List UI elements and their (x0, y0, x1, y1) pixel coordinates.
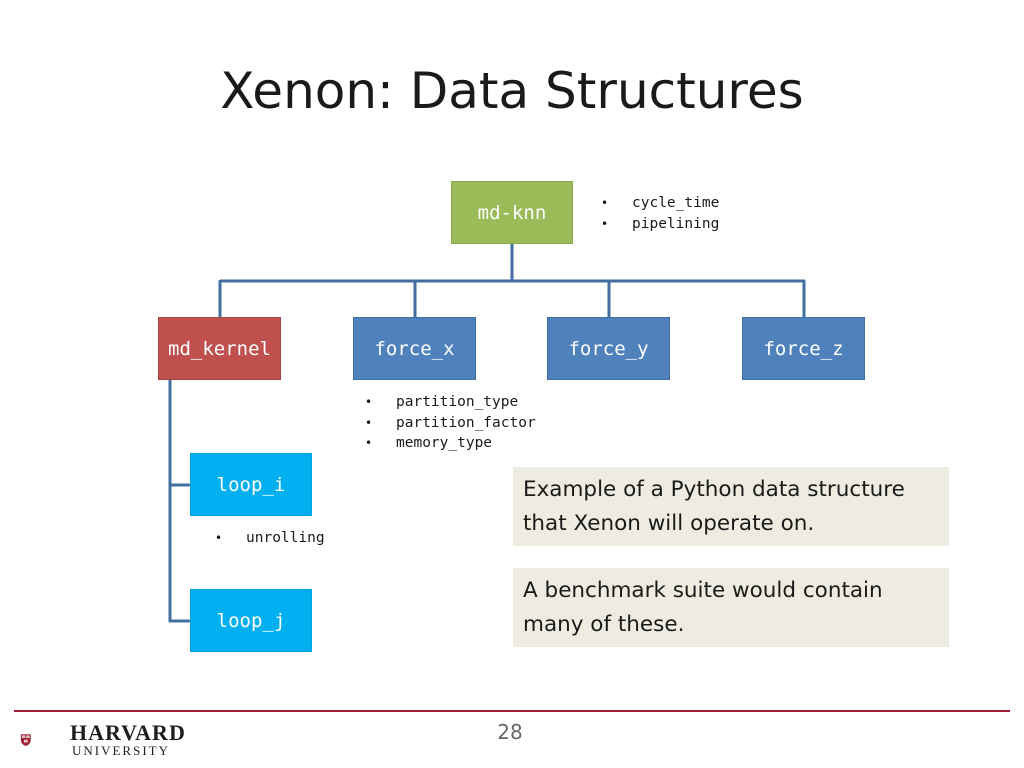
slide-title: Xenon: Data Structures (220, 62, 804, 120)
param-item: partition_type (365, 392, 536, 413)
node-loop-j: loop_j (190, 589, 312, 652)
shield-letters: VE (23, 736, 25, 738)
param-item: unrolling (215, 528, 325, 549)
shield-letters: RI (27, 736, 29, 738)
harvard-shield-icon: VE RI TAS (20, 734, 31, 746)
node-force-x: force_x (353, 317, 476, 380)
node-md-kernel: md_kernel (158, 317, 281, 380)
logo-line-2: UNIVERSITY (72, 743, 170, 758)
node-md-knn: md-knn (451, 181, 573, 244)
callout-benchmark: A benchmark suite would contain many of … (513, 568, 949, 647)
node-force-z: force_z (742, 317, 865, 380)
footer-divider (14, 710, 1010, 712)
param-item: partition_factor (365, 413, 536, 434)
harvard-wordmark: HARVARD UNIVERSITY (70, 720, 186, 759)
logo-line-1: HARVARD (70, 720, 186, 745)
param-item: memory_type (365, 433, 536, 454)
callout-example: Example of a Python data structure that … (513, 467, 949, 546)
page-number: 28 (497, 720, 523, 744)
node-loop-i: loop_i (190, 453, 312, 516)
param-item: cycle_time (601, 193, 719, 214)
loop-i-params: unrolling (215, 528, 325, 549)
param-item: pipelining (601, 214, 719, 235)
md-knn-params: cycle_time pipelining (601, 193, 719, 234)
node-force-y: force_y (547, 317, 670, 380)
force-x-params: partition_type partition_factor memory_t… (365, 392, 536, 454)
